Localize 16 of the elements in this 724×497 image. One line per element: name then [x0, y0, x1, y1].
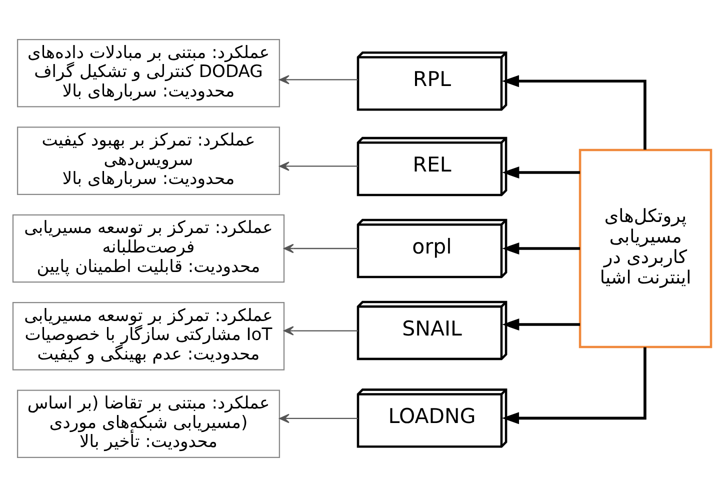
arrow [284, 326, 358, 336]
node-box: عملکرد: مبتنی بر تقاضا (بر اساس مسیریابی شبکه‌های موردی) محدودیت: تأخیر بالا [16, 390, 280, 458]
arrow [502, 166, 580, 178]
arrow [502, 242, 580, 254]
node-box: عملکرد: تمرکز بر بهبود کیفیت سرویس‌دهی محدودیت: سربارهای بالا [16, 126, 280, 195]
node-box: عملکرد: تمرکز بر توسعه مسیریابی فرصت‌طلبانه محدودیت: قابلیت اطمینان پایین [12, 214, 285, 283]
node-box: عملکرد: مبتنی بر مبادلات داده‌های کنترلی و تشکیل گراف DODAG محدودیت: سربارهای بالا [16, 38, 280, 108]
arrow [279, 162, 358, 171]
arrow [279, 414, 358, 424]
arrow [502, 347, 646, 424]
arrow [502, 318, 580, 330]
arrow [279, 75, 358, 84]
node-box: پروتکل‌های مسیریابی کاربردی در اینترنت اشیا [578, 148, 712, 348]
arrow [284, 244, 358, 254]
arrow [502, 75, 646, 150]
node-box: عملکرد: تمرکز بر توسعه مسیریابی مشارکتی سازگار با خصوصیات IoT محدودیت: عدم بهینگی و کیفیت [12, 302, 285, 370]
